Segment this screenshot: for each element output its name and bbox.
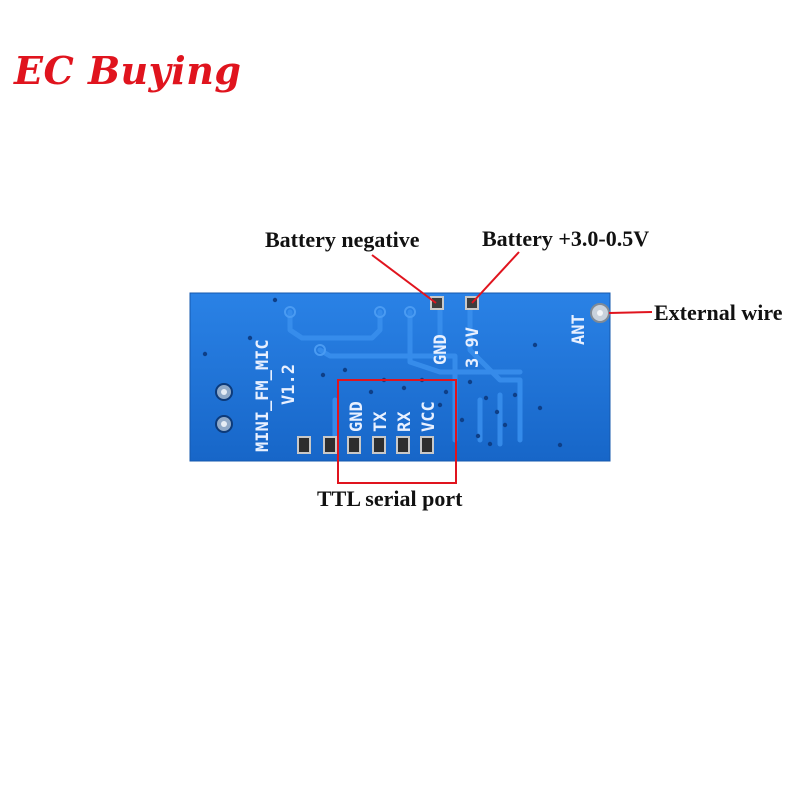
silk-model: MINI_FM_MIC [253, 339, 273, 452]
label-battery-positive: Battery +3.0-0.5V [482, 226, 650, 251]
pcb-pads [284, 306, 416, 356]
silk-ant: ANT [569, 314, 589, 345]
silk-gnd-battery: GND [431, 334, 451, 365]
silk-version: V1.2 [279, 364, 299, 405]
callout-line-negative [371, 254, 437, 304]
callout-lines [337, 251, 653, 484]
brand-logo: EC Buying [14, 48, 242, 93]
pcb-body [189, 292, 611, 462]
ttl-serial-highlight-box [337, 379, 457, 484]
silk-serial-vcc: VCC [419, 401, 439, 432]
label-ttl-serial-port: TTL serial port [317, 486, 463, 511]
label-battery-negative: Battery negative [265, 227, 420, 252]
silk-3v9: 3.9V [463, 327, 483, 368]
silk-serial-gnd: GND [347, 401, 367, 432]
silk-serial-rx: RX [395, 411, 415, 432]
mic-pins [215, 383, 233, 433]
label-external-wire: External wire [654, 300, 783, 325]
antenna-pad [590, 303, 610, 323]
callout-line-positive [471, 251, 520, 304]
silk-serial-tx: TX [371, 411, 391, 432]
serial-header-pads [297, 436, 434, 454]
callout-line-external [608, 311, 653, 314]
